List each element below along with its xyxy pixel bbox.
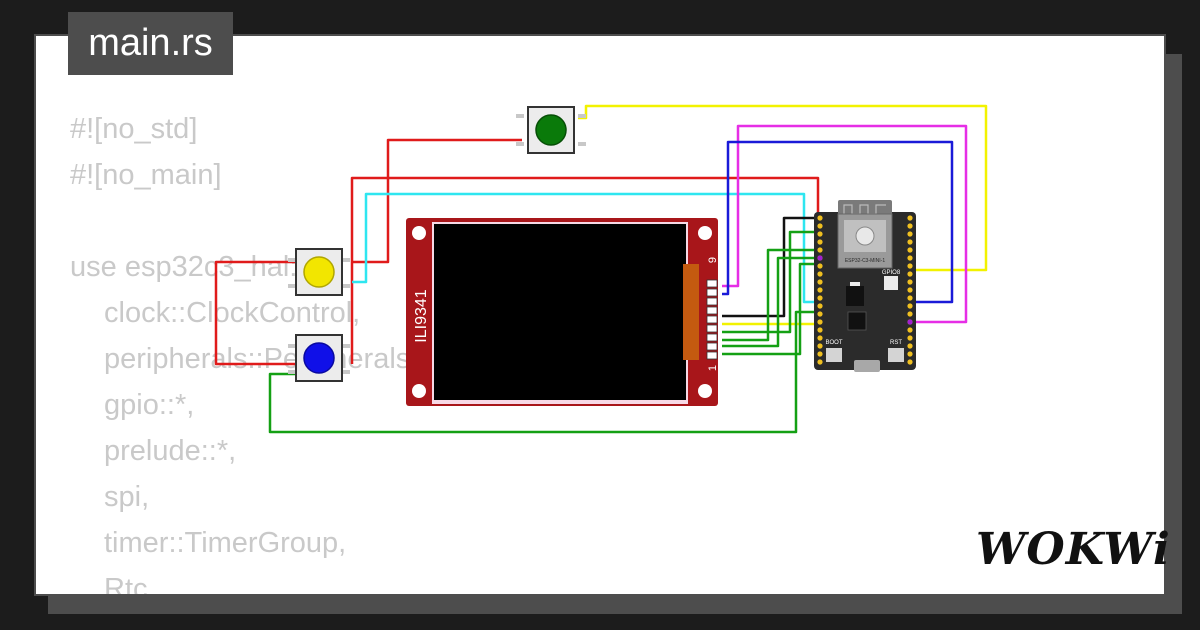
code-line: #![no_std] <box>70 113 198 145</box>
wokwi-logo: WOKWi <box>976 524 1171 575</box>
module-label: ESP32-C3-MINI-1 <box>845 258 886 264</box>
regulator-chip <box>846 286 864 306</box>
display-pin-header <box>706 279 718 360</box>
button-cap-icon <box>303 342 335 374</box>
mount-hole-icon <box>412 384 426 398</box>
code-line: peripherals::Peripherals, <box>104 343 419 375</box>
usb-chip <box>847 311 867 331</box>
display-screen <box>434 224 686 400</box>
boot-button <box>826 348 842 362</box>
espressif-logo-icon <box>855 226 875 246</box>
wire-green[interactable] <box>722 256 818 348</box>
rst-button <box>888 348 904 362</box>
code-line: Rtc <box>104 573 148 596</box>
esp32-c3-board[interactable]: ESP32-C3-MINI-1 GPIO8 BOOT RST <box>814 200 916 372</box>
boot-label: BOOT <box>825 340 842 346</box>
pushbutton-green[interactable] <box>516 106 586 154</box>
pushbutton-blue[interactable] <box>288 334 350 382</box>
wires <box>214 104 988 434</box>
code-line: spi, <box>104 481 150 513</box>
wire-red[interactable] <box>352 138 522 264</box>
file-tab[interactable]: main.rs <box>68 12 233 75</box>
wire-black[interactable] <box>722 216 818 318</box>
code-line: clock::ClockControl, <box>104 297 361 329</box>
display-label: ILI9341 <box>413 289 430 342</box>
button-cap-icon <box>303 256 335 288</box>
board-pins-marker <box>817 255 913 325</box>
button-cap-icon <box>535 114 567 146</box>
wire-blue[interactable] <box>722 140 954 304</box>
code-line: timer::TimerGroup, <box>104 527 347 559</box>
code-line: #![no_main] <box>70 159 222 191</box>
wire-green[interactable] <box>722 248 818 342</box>
code-background: #![no_std] #![no_main] use esp32c3_hal::… <box>70 106 419 596</box>
code-line: gpio::*, <box>104 389 195 421</box>
wire-green[interactable] <box>268 310 818 434</box>
wire-red[interactable] <box>214 260 296 366</box>
mount-hole-icon <box>698 384 712 398</box>
usb-port-icon <box>854 360 880 372</box>
display-pin-first-label: 1 <box>707 365 719 371</box>
wire-magenta[interactable] <box>722 124 968 324</box>
board-pins-left <box>817 215 823 365</box>
wire-green[interactable] <box>722 230 818 334</box>
gpio-label: GPIO8 <box>882 270 901 276</box>
ribbon-connector <box>683 264 699 360</box>
code-line: use esp32c3_hal::{ <box>70 251 316 283</box>
mount-hole-icon <box>412 226 426 240</box>
rst-label: RST <box>890 340 902 346</box>
file-tab-label: main.rs <box>88 22 213 64</box>
ili9341-display[interactable]: ILI9341 1 9 <box>406 218 719 406</box>
pushbutton-yellow[interactable] <box>288 248 350 296</box>
wire-red[interactable] <box>350 176 820 364</box>
wire-cyan[interactable] <box>352 192 818 304</box>
mount-hole-icon <box>698 226 712 240</box>
code-line: prelude::*, <box>104 435 237 467</box>
display-pin-last-label: 9 <box>707 257 719 263</box>
rgb-led <box>884 276 898 290</box>
board-pins-right <box>907 215 913 365</box>
wire-green[interactable] <box>722 262 818 356</box>
